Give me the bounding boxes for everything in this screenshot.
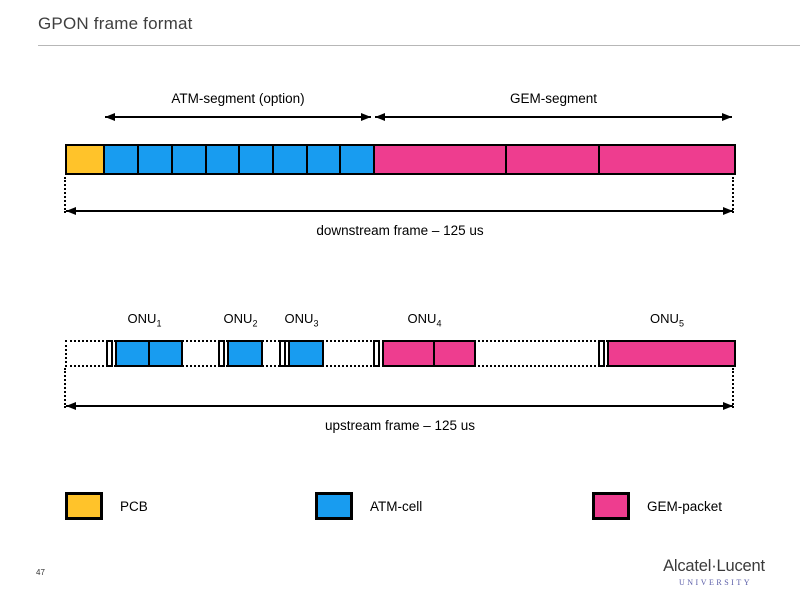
downstream-atm-cell bbox=[103, 144, 139, 175]
onu-label-4: ONU4 bbox=[407, 311, 442, 329]
pcb-swatch bbox=[65, 492, 103, 520]
downstream-atm-cell bbox=[272, 144, 308, 175]
legend-item-atm: ATM-cell bbox=[315, 492, 422, 520]
onu-burst-3 bbox=[279, 340, 324, 367]
gem-segment-arrow bbox=[375, 113, 732, 121]
guard-time-bar bbox=[598, 340, 605, 367]
upstream-atm-cell bbox=[115, 340, 150, 367]
upstream-gem-cell bbox=[433, 340, 476, 367]
downstream-atm-cell bbox=[238, 144, 274, 175]
upstream-atm-cell bbox=[148, 340, 183, 367]
upstream-gem-cell bbox=[382, 340, 435, 367]
university-wordmark: UNIVERSITY bbox=[679, 578, 752, 587]
gem-swatch bbox=[592, 492, 630, 520]
downstream-gem-cell bbox=[598, 144, 736, 175]
page-number: 47 bbox=[36, 568, 45, 577]
upstream-atm-cell bbox=[288, 340, 324, 367]
footer-logo: Alcatel·Lucent UNIVERSITY bbox=[656, 557, 772, 587]
onu-burst-4 bbox=[373, 340, 476, 367]
downstream-frame-arrow bbox=[66, 207, 733, 215]
gem-segment-label: GEM-segment bbox=[509, 91, 598, 106]
downstream-extent-right-dotted-line bbox=[732, 177, 734, 213]
onu-burst-5 bbox=[598, 340, 736, 367]
header-divider bbox=[38, 45, 800, 46]
upstream-frame-band bbox=[65, 340, 736, 367]
onu-label-1: ONU1 bbox=[127, 311, 162, 329]
downstream-frame-label: downstream frame – 125 us bbox=[316, 223, 484, 238]
downstream-frame-bar bbox=[65, 144, 736, 175]
onu-burst-1 bbox=[106, 340, 183, 367]
upstream-extent-right-dotted-line bbox=[732, 368, 734, 408]
atm-swatch bbox=[315, 492, 353, 520]
upstream-atm-cell bbox=[227, 340, 263, 367]
upstream-frame-label: upstream frame – 125 us bbox=[324, 418, 476, 433]
onu-burst-2 bbox=[218, 340, 263, 367]
downstream-gem-cell bbox=[373, 144, 507, 175]
downstream-atm-cell bbox=[137, 144, 173, 175]
upstream-frame-arrow bbox=[66, 402, 733, 410]
onu-label-2: ONU2 bbox=[223, 311, 258, 329]
legend-label-gem: GEM-packet bbox=[647, 498, 723, 514]
guard-time-bar bbox=[373, 340, 380, 367]
page-title: GPON frame format bbox=[38, 14, 193, 33]
downstream-atm-cell bbox=[306, 144, 341, 175]
downstream-atm-cell bbox=[205, 144, 240, 175]
upstream-extent-left-dotted-line bbox=[64, 368, 66, 408]
guard-time-bar bbox=[106, 340, 113, 367]
downstream-pcb-cell bbox=[65, 144, 105, 175]
alcatel-lucent-wordmark: Alcatel·Lucent bbox=[663, 557, 765, 575]
onu-label-5: ONU5 bbox=[650, 311, 684, 329]
atm-segment-arrow bbox=[105, 113, 371, 121]
onu-label-3: ONU3 bbox=[284, 311, 319, 329]
downstream-atm-cell bbox=[339, 144, 375, 175]
legend-item-pcb: PCB bbox=[65, 492, 148, 520]
downstream-gem-cell bbox=[505, 144, 600, 175]
atm-segment-label: ATM-segment (option) bbox=[171, 91, 305, 106]
guard-time-bar bbox=[279, 340, 286, 367]
downstream-extent-left-dotted-line bbox=[64, 177, 66, 213]
legend-label-atm: ATM-cell bbox=[370, 498, 423, 514]
legend-item-gem: GEM-packet bbox=[592, 492, 722, 520]
upstream-gem-cell bbox=[607, 340, 736, 367]
guard-time-bar bbox=[218, 340, 225, 367]
downstream-atm-cell bbox=[171, 144, 207, 175]
legend-label-pcb: PCB bbox=[120, 498, 148, 514]
